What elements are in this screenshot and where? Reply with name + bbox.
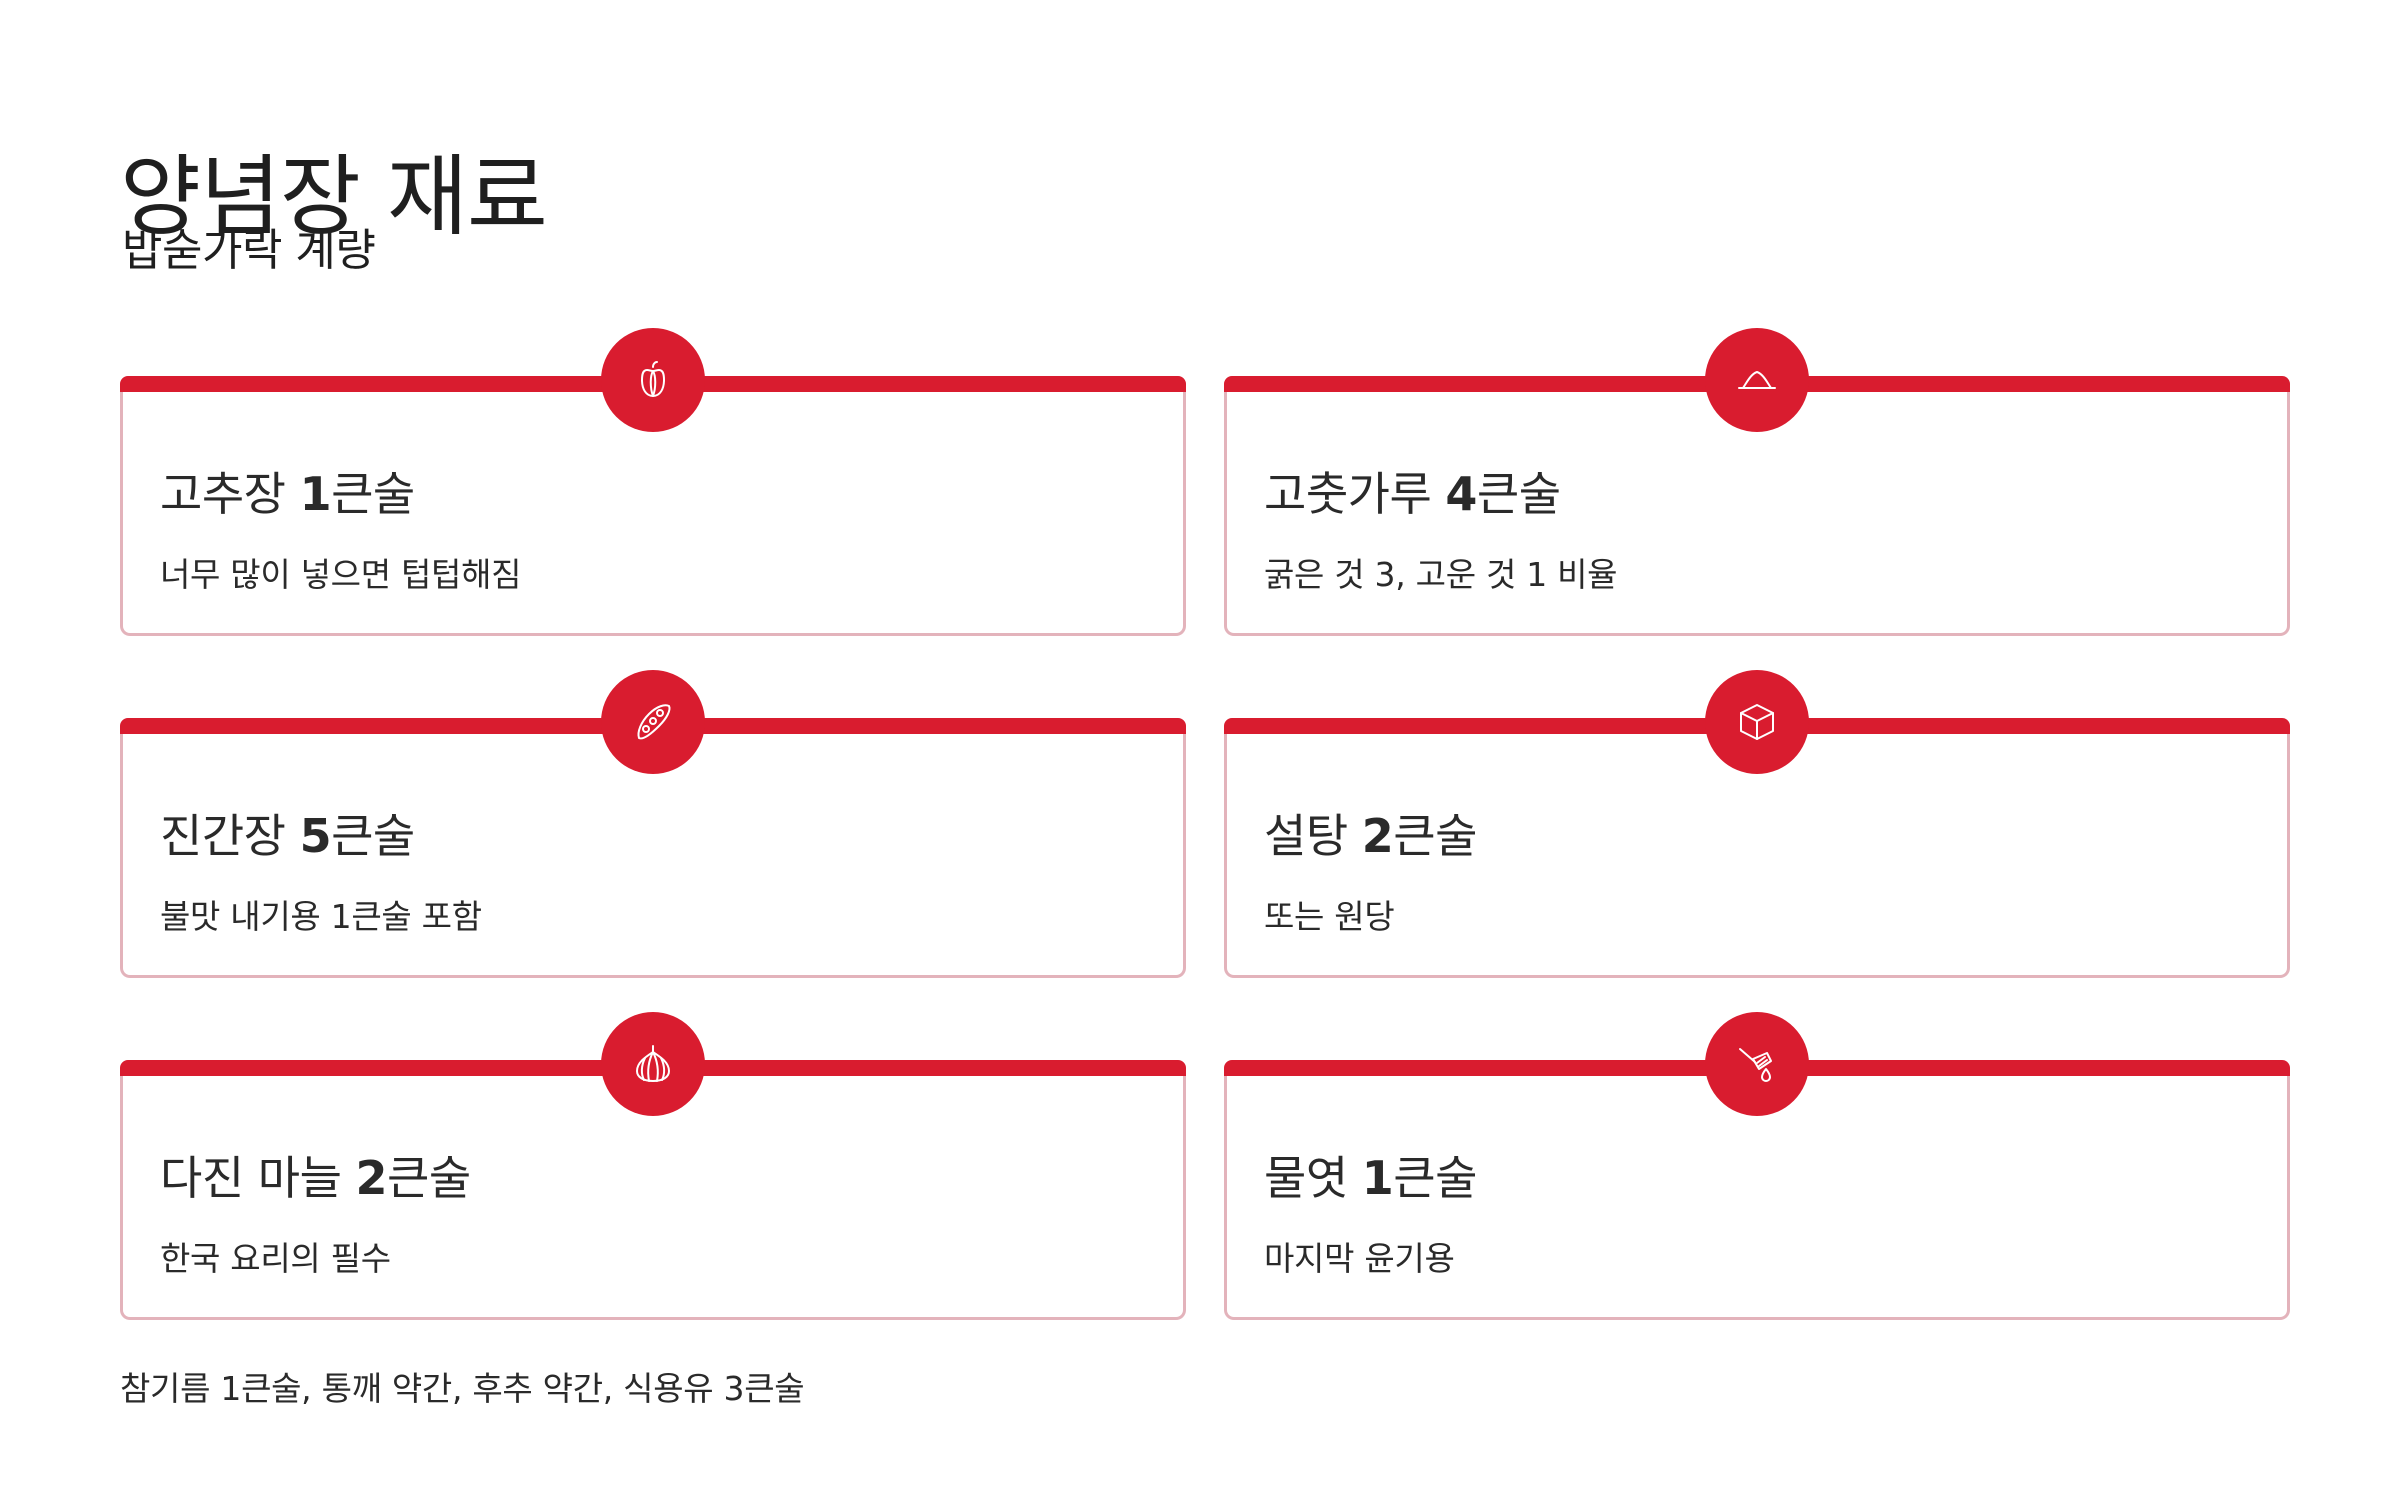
ingredient-name: 설탕 — [1264, 809, 1348, 863]
soybean-icon — [637, 704, 671, 740]
icon-badge — [1705, 1012, 1809, 1116]
card-heading: 진간장 5큰술 — [160, 800, 415, 866]
powder-pile-icon — [1738, 371, 1776, 389]
ingredient-amount: 4 — [1445, 467, 1477, 521]
ingredient-unit: 큰술 — [331, 467, 415, 521]
ingredient-card-sugar: 설탕 2큰술 또는 원당 — [1224, 670, 2290, 978]
ingredient-card-soy-sauce: 진간장 5큰술 불맛 내기용 1큰술 포함 — [120, 670, 1186, 978]
page-subtitle: 밥숟가락 계량 — [122, 225, 376, 276]
ingredient-note: 너무 많이 넣으면 텁텁해짐 — [160, 555, 522, 594]
ingredient-card-garlic: 다진 마늘 2큰술 한국 요리의 필수 — [120, 1012, 1186, 1320]
ingredient-amount: 1 — [299, 467, 332, 521]
ingredient-note: 마지막 윤기용 — [1264, 1239, 1455, 1278]
ingredient-amount: 2 — [355, 1151, 388, 1205]
ingredient-name: 물엿 — [1264, 1151, 1348, 1205]
ingredient-note: 또는 원당 — [1264, 897, 1395, 936]
footnote: 참기름 1큰술, 통깨 약간, 후추 약간, 식용유 3큰술 — [120, 1369, 805, 1408]
ingredient-note: 불맛 내기용 1큰술 포함 — [160, 897, 482, 936]
ingredient-unit: 큰술 — [387, 1151, 471, 1205]
ingredient-card-gochujang: 고추장 1큰술 너무 많이 넣으면 텁텁해짐 — [120, 328, 1186, 636]
ingredient-card-gochugaru: 고춧가루 4큰술 굵은 것 3, 고운 것 1 비율 — [1224, 328, 2290, 636]
ingredient-unit: 큰술 — [1393, 1151, 1477, 1205]
icon-badge — [601, 328, 705, 432]
ingredient-amount: 1 — [1361, 1151, 1394, 1205]
page-title: 양념장 재료 — [120, 144, 548, 248]
ingredient-unit: 큰술 — [1476, 467, 1561, 521]
honey-dipper-icon — [1739, 1048, 1772, 1082]
ingredient-note: 굵은 것 3, 고운 것 1 비율 — [1264, 555, 1618, 594]
ingredient-unit: 큰술 — [1393, 809, 1477, 863]
card-heading: 고춧가루 4큰술 — [1264, 458, 1561, 524]
ingredient-note: 한국 요리의 필수 — [160, 1239, 391, 1278]
ingredient-grid: 고추장 1큰술 너무 많이 넣으면 텁텁해짐 고춧가루 4큰술 굵은 것 3, … — [120, 328, 2290, 1320]
card-heading: 고추장 1큰술 — [160, 458, 415, 524]
icon-badge — [601, 670, 705, 774]
card-heading: 다진 마늘 2큰술 — [160, 1142, 471, 1208]
garlic-icon — [636, 1045, 670, 1082]
ingredient-amount: 2 — [1361, 809, 1394, 863]
ingredient-name: 진간장 — [160, 809, 286, 863]
icon-badge — [601, 1012, 705, 1116]
ingredient-name: 다진 마늘 — [160, 1151, 342, 1205]
ingredient-name: 고추장 — [160, 467, 286, 521]
ingredient-name: 고춧가루 — [1264, 467, 1432, 521]
icon-badge — [1705, 328, 1809, 432]
ingredient-card-corn-syrup: 물엿 1큰술 마지막 윤기용 — [1224, 1012, 2290, 1320]
pepper-icon — [641, 361, 665, 397]
icon-badge — [1705, 670, 1809, 774]
ingredient-unit: 큰술 — [331, 809, 415, 863]
sugar-cube-icon — [1740, 704, 1774, 740]
card-heading: 설탕 2큰술 — [1264, 800, 1477, 866]
card-heading: 물엿 1큰술 — [1264, 1142, 1477, 1208]
ingredient-amount: 5 — [299, 809, 332, 863]
